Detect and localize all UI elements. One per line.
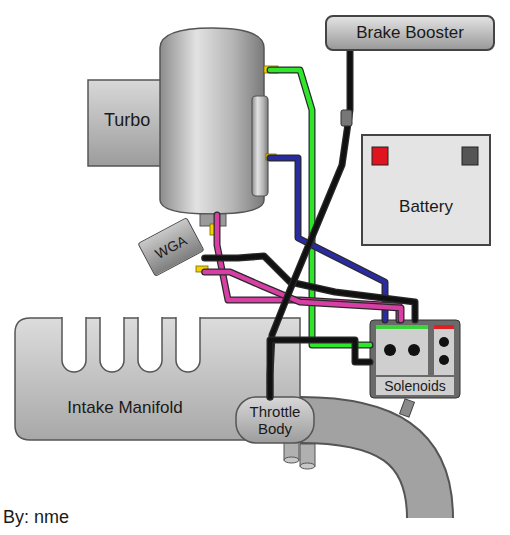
throttle-body-box: Throttle Body <box>232 397 318 443</box>
hose-outline <box>205 256 415 320</box>
solenoid-box: Solenoids <box>370 320 460 398</box>
hose-outline <box>270 51 350 397</box>
turbo-box: Turbo <box>88 25 270 215</box>
node-label: WGA <box>152 232 189 262</box>
battery-illustration <box>362 135 490 245</box>
hose-outline <box>270 340 370 397</box>
intake-manifold-box: Intake Manifold <box>15 382 235 434</box>
brake-booster-box: Brake Booster <box>325 15 495 51</box>
hose-line <box>270 340 370 397</box>
hose-line <box>270 51 350 397</box>
node-label: Intake Manifold <box>67 398 182 418</box>
turbo-illustration <box>88 28 278 272</box>
vacuum-hose <box>205 256 415 320</box>
node-label: Throttle Body <box>232 403 318 438</box>
node-label: Turbo <box>104 110 150 131</box>
author-credit: By: nme <box>3 507 69 528</box>
solenoid-block-illustration <box>370 320 460 398</box>
check-valve <box>341 110 352 126</box>
node-label: Brake Booster <box>356 23 464 43</box>
hose-line <box>205 256 415 320</box>
wastegate-actuator: WGA <box>137 217 204 277</box>
node-label: Solenoids <box>384 378 446 394</box>
node-label: Battery <box>399 197 453 217</box>
battery-box: Battery <box>362 135 490 245</box>
vacuum-hose <box>270 51 350 397</box>
vacuum-hose <box>270 340 370 397</box>
